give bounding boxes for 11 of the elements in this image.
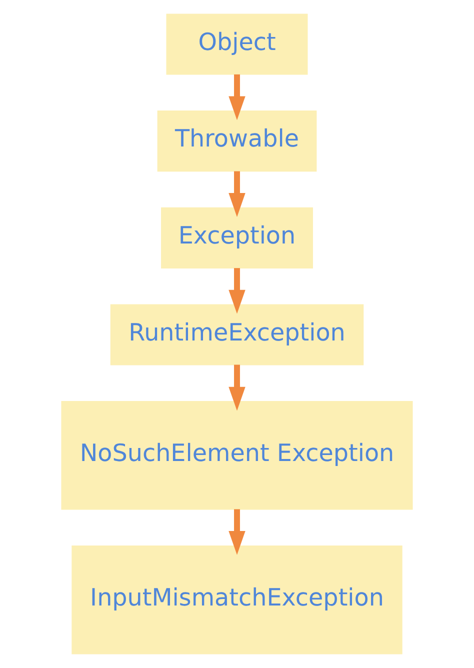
- arrow: [228, 509, 246, 555]
- arrow: [228, 171, 246, 217]
- arrow: [228, 268, 246, 314]
- node-box: Object: [166, 14, 308, 75]
- node-box: RuntimeException: [110, 304, 364, 366]
- arrow: [228, 74, 246, 120]
- node-box: NoSuchElement Exception: [61, 401, 413, 510]
- node-box: Throwable: [157, 110, 317, 172]
- node-box: Exception: [161, 207, 313, 268]
- arrow: [228, 364, 246, 411]
- node-box: InputMismatchException: [72, 546, 402, 654]
